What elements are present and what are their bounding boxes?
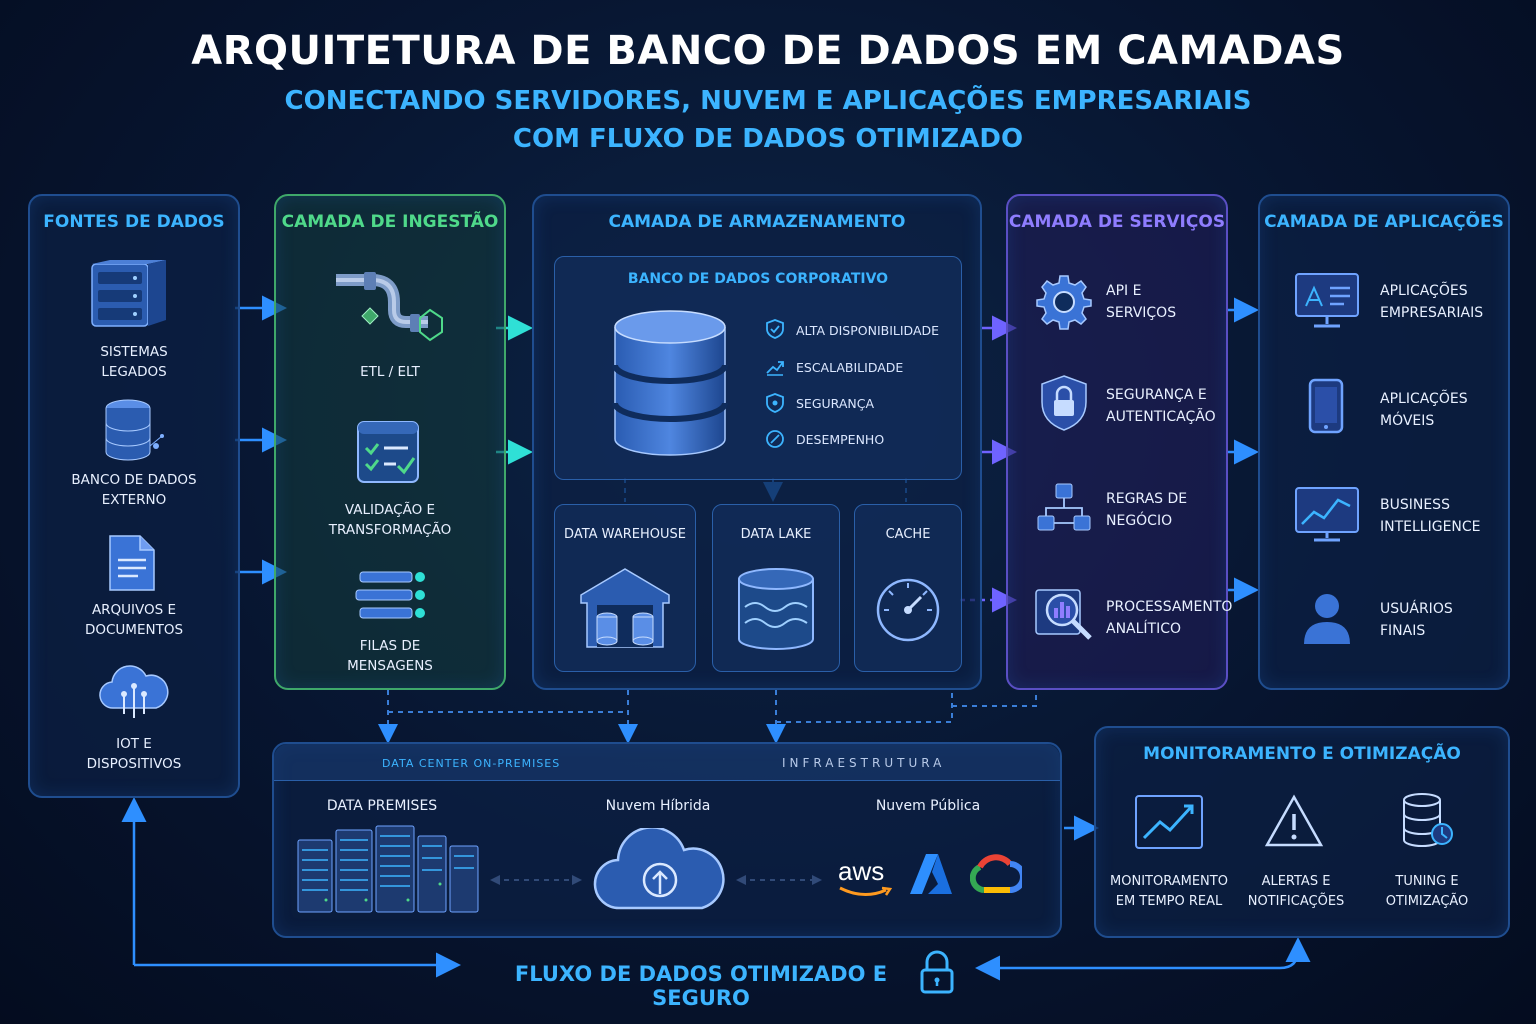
data-lake-panel: DATA LAKE: [712, 504, 840, 672]
infrastructure-header-right: INFRAESTRUTURA: [782, 756, 946, 770]
cache-panel: CACHE: [854, 504, 962, 672]
feature-label-scalability: ESCALABILIDADE: [796, 360, 904, 375]
monitoring-panel: MONITORAMENTO E OTIMIZAÇÃO MONITORAMENTO…: [1094, 726, 1510, 938]
ingestion-label-validation: VALIDAÇÃO E TRANSFORMAÇÃO: [328, 502, 452, 538]
document-icon: [109, 535, 155, 591]
infra-label-premises: DATA PREMISES: [326, 798, 438, 814]
monitoring-title: MONITORAMENTO E OTIMIZAÇÃO: [1143, 744, 1461, 764]
gear-icon: [1036, 275, 1092, 330]
analytics-icon: [1035, 589, 1092, 640]
trend-up-icon: [766, 361, 784, 376]
shield-icon: [766, 393, 784, 413]
footer-label: FLUXO DE DADOS OTIMIZADO E SEGURO: [514, 962, 888, 1010]
page-subtitle-line-1: CONECTANDO SERVIDORES, NUVEM E APLICAÇÕE…: [284, 86, 1252, 116]
app-label-bi: BUSINESS INTELLIGENCE: [1380, 497, 1481, 535]
google-cloud-logo-icon: [970, 854, 1022, 893]
services-to-applications-arrows: [1228, 297, 1259, 603]
source-label-files: ARQUIVOS E DOCUMENTOS: [84, 602, 184, 638]
cache-title: CACHE: [885, 527, 931, 542]
service-label-security: SEGURANÇA E AUTENTICAÇÃO: [1106, 387, 1216, 425]
page-title: ARQUITETURA DE BANCO DE DADOS EM CAMADAS: [191, 28, 1345, 74]
source-label-iot: IOT E DISPOSITIVOS: [86, 736, 182, 772]
app-label-end-users: USUÁRIOS FINAIS: [1380, 601, 1453, 639]
storage-panel: CAMADA DE ARMAZENAMENTO BANCO DE DADOS C…: [532, 194, 982, 690]
server-icon: [91, 260, 166, 327]
warning-icon: [1264, 794, 1324, 847]
services-panel: CAMADA DE SERVIÇOS API E SERVIÇOS SEGURA…: [1006, 194, 1232, 690]
aws-logo: aws: [838, 856, 885, 886]
lock-shield-icon: [1041, 375, 1087, 431]
app-label-enterprise: APLICAÇÕES EMPRESARIAIS: [1380, 283, 1484, 321]
applications-panel: CAMADA DE APLICAÇÕES APLICAÇÕES EMPRESAR…: [1258, 194, 1510, 690]
ingestion-title: CAMADA DE INGESTÃO: [281, 212, 499, 232]
azure-logo-icon: [910, 854, 952, 894]
flow-icon: [1037, 483, 1091, 531]
monitoring-label-realtime: MONITORAMENTO EM TEMPO REAL: [1110, 874, 1228, 909]
ingestion-panel: CAMADA DE INGESTÃO ETL / ELT VALIDAÇÃO E…: [274, 194, 506, 690]
monitor-icon: [1295, 273, 1359, 328]
service-label-analytics: PROCESSAMENTO ANALÍTICO: [1106, 599, 1233, 637]
corporate-db-title: BANCO DE DADOS CORPORATIVO: [627, 271, 889, 287]
infrastructure-links: [378, 690, 1037, 744]
data-warehouse-panel: DATA WAREHOUSE: [554, 504, 696, 672]
page-subtitle-line-2: COM FLUXO DE DADOS OTIMIZADO: [512, 124, 1024, 154]
iot-cloud-icon: [99, 665, 169, 718]
mobile-icon: [1308, 378, 1344, 434]
ingestion-label-etl: ETL / ELT: [360, 364, 420, 380]
source-label-external-db: BANCO DE DADOS EXTERNO: [71, 472, 197, 508]
service-label-business-rules: REGRAS DE NEGÓCIO: [1106, 491, 1188, 529]
aws-smile-icon: [839, 886, 892, 896]
db-tuning-icon: [1403, 793, 1453, 847]
storage-title: CAMADA DE ARMAZENAMENTO: [608, 212, 906, 232]
infra-label-public: Nuvem Pública: [875, 798, 981, 814]
service-label-api: API E SERVIÇOS: [1106, 283, 1177, 321]
infrastructure-header-left: DATA CENTER ON-PREMISES: [382, 757, 561, 770]
infra-label-hybrid: Nuvem Híbrida: [605, 798, 711, 814]
services-title: CAMADA DE SERVIÇOS: [1008, 212, 1226, 232]
chart-monitor-icon: [1295, 487, 1359, 542]
user-icon: [1304, 594, 1350, 644]
sources-panel: FONTES DE DADOS SISTEMAS LEGADOS BANCO D…: [28, 194, 240, 798]
ingestion-label-queues: FILAS DE MENSAGENS: [347, 638, 433, 674]
infrastructure-panel: DATA CENTER ON-PREMISES INFRAESTRUTURA D…: [272, 742, 1062, 938]
checklist-icon: [357, 421, 419, 483]
queue-icon: [355, 571, 425, 619]
pipeline-icon: [336, 272, 443, 342]
applications-title: CAMADA DE APLICAÇÕES: [1264, 212, 1504, 232]
feature-label-performance: DESEMPENHO: [796, 432, 885, 447]
data-lake-title: DATA LAKE: [740, 527, 812, 542]
corporate-db-panel: BANCO DE DADOS CORPORATIVO ALTA DISPONIB…: [554, 256, 962, 480]
database-icon: [105, 399, 164, 461]
shield-check-icon: [766, 319, 784, 339]
data-warehouse-title: DATA WAREHOUSE: [564, 527, 686, 542]
sources-title: FONTES DE DADOS: [43, 212, 225, 232]
infrastructure-header: [274, 744, 1060, 781]
lake-icon: [738, 568, 814, 650]
speedometer-icon: [876, 578, 940, 642]
warehouse-icon: [580, 568, 670, 648]
app-label-mobile: APLICAÇÕES MÓVEIS: [1380, 391, 1468, 429]
feature-label-security: SEGURANÇA: [796, 396, 875, 411]
source-label-legacy: SISTEMAS LEGADOS: [100, 344, 168, 380]
rack-icon: [297, 825, 479, 913]
hybrid-cloud-icon: [593, 828, 725, 910]
padlock-icon: [920, 950, 954, 994]
feature-label-availability: ALTA DISPONIBILIDADE: [796, 323, 940, 338]
line-chart-icon: [1135, 795, 1203, 849]
bottom-flow-loop: [121, 797, 1311, 981]
gauge-icon: [766, 430, 784, 448]
database-icon: [612, 310, 728, 456]
monitoring-label-alerts: ALERTAS E NOTIFICAÇÕES: [1247, 874, 1345, 909]
monitoring-label-tuning: TUNING E OTIMIZAÇÃO: [1385, 874, 1469, 909]
